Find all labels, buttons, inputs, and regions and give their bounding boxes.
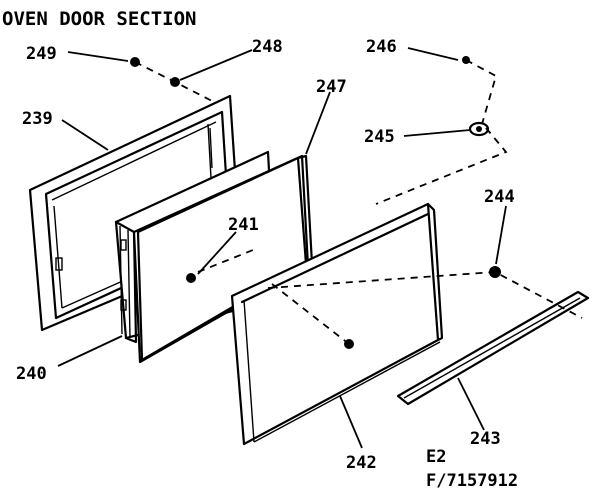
part-241-screw: [186, 273, 196, 283]
label-243: 243: [470, 429, 501, 449]
label-245: 245: [364, 127, 395, 147]
label-249: 249: [26, 44, 57, 64]
label-246: 246: [366, 37, 397, 57]
part-243-handle-trim: [396, 290, 590, 406]
label-240: 240: [16, 364, 47, 384]
assembly-lines: [134, 59, 583, 345]
label-247: 247: [316, 77, 347, 97]
label-242: 242: [346, 453, 377, 473]
label-244: 244: [484, 187, 515, 207]
leader-lines: [57, 47, 507, 449]
label-241: 241: [228, 215, 259, 235]
footer-figure-number: F/7157912: [426, 471, 518, 491]
diagram-title: OVEN DOOR SECTION: [2, 8, 196, 30]
part-245-bracket: [468, 121, 490, 137]
label-248: 248: [252, 37, 283, 57]
footer-code: E2: [426, 447, 446, 467]
label-239: 239: [22, 109, 53, 129]
